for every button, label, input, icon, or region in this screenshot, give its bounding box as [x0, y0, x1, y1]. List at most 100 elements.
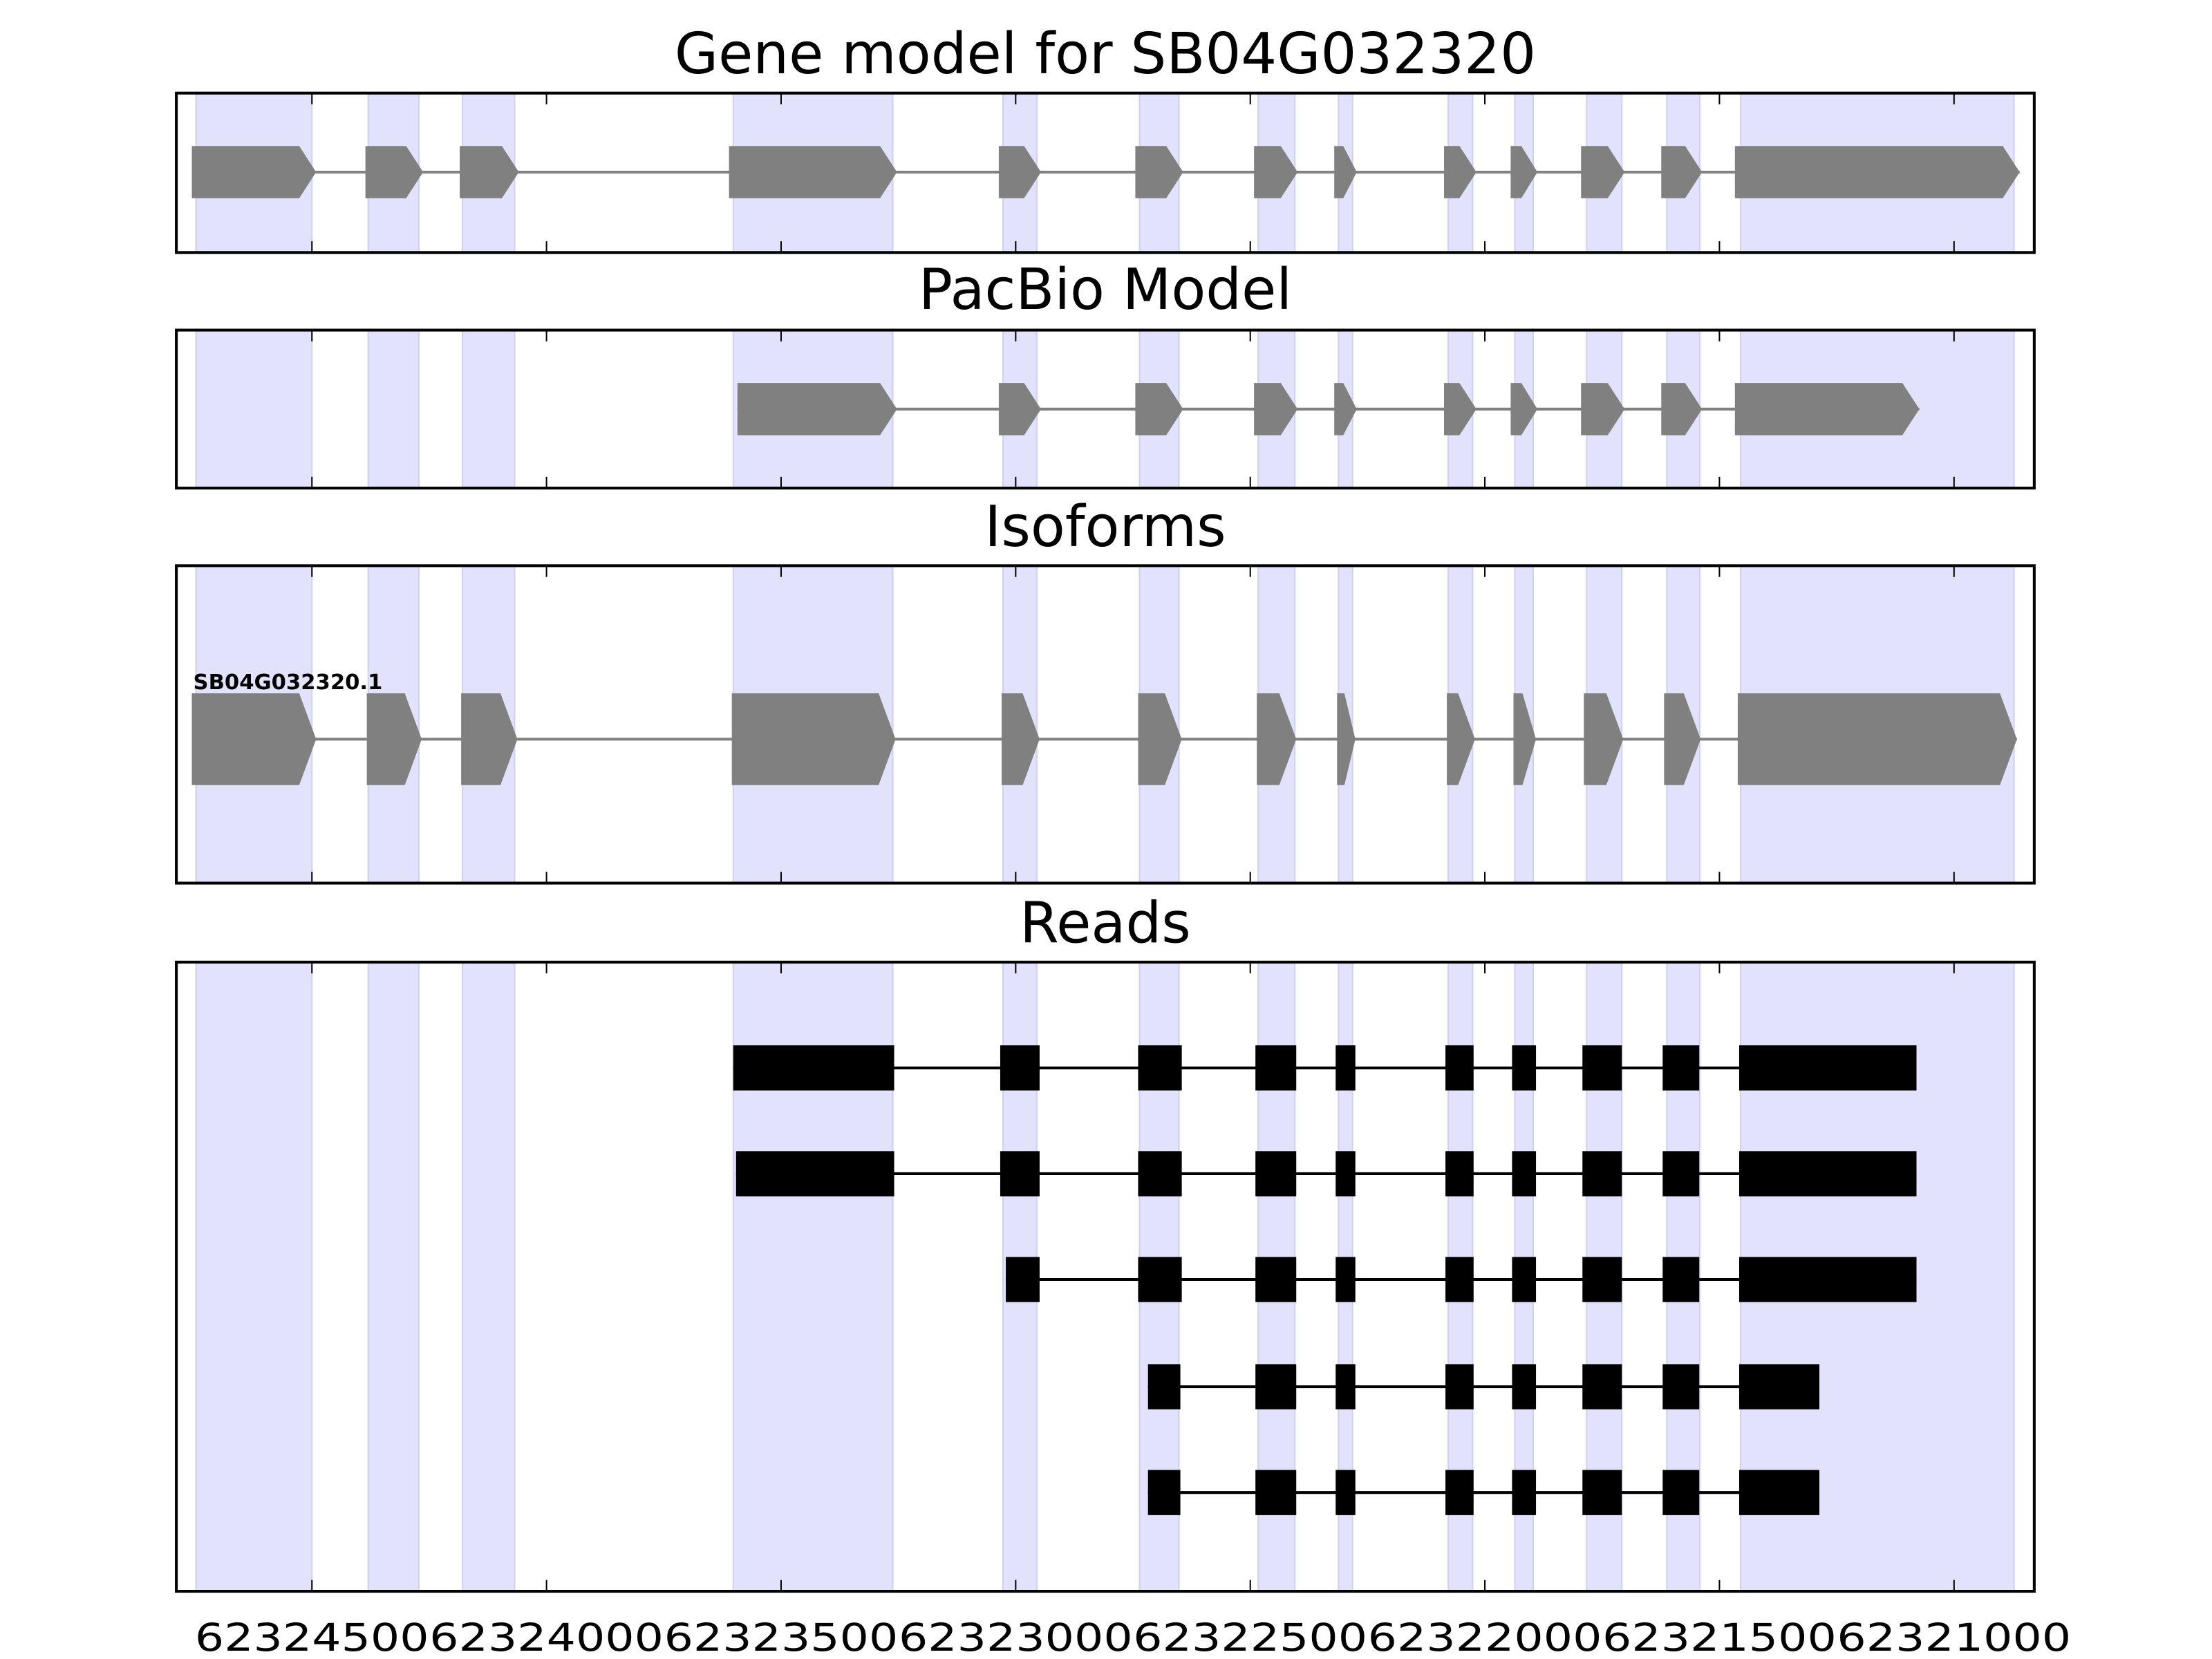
read-track	[1147, 1364, 1820, 1409]
read-track	[1147, 1470, 1820, 1515]
exon-arrow	[365, 146, 424, 198]
exon-arrow	[737, 383, 897, 435]
read-exon	[1512, 1257, 1537, 1302]
read-exon	[1512, 1151, 1537, 1197]
panel-title: Gene model for SB04G032320	[675, 21, 1536, 87]
read-exon	[1000, 1151, 1040, 1197]
exon-arrow	[1334, 383, 1357, 435]
transcript-track	[191, 146, 2020, 198]
exon-arrow	[1581, 146, 1625, 198]
read-exon	[1512, 1045, 1537, 1091]
exon-arrow	[729, 146, 897, 198]
read-exon	[1335, 1470, 1356, 1515]
highlight-region	[195, 961, 313, 1593]
read-exon	[1738, 1151, 1917, 1197]
read-exon	[1662, 1151, 1700, 1197]
read-exon	[1738, 1364, 1820, 1409]
transcript-track: SB04G032320.1	[191, 671, 2017, 785]
read-track	[1006, 1257, 1917, 1302]
read-track	[735, 1151, 1917, 1197]
x-tick-label: 62323500	[664, 1615, 899, 1659]
read-exon	[1255, 1045, 1297, 1091]
exon-arrow	[1001, 693, 1040, 785]
read-exon	[1255, 1257, 1297, 1302]
exon-arrow	[1254, 383, 1298, 435]
read-exon	[1335, 1364, 1356, 1409]
exon-arrow	[1510, 383, 1538, 435]
read-exon	[1662, 1364, 1700, 1409]
exon-arrow	[1661, 383, 1703, 435]
read-exon	[1662, 1470, 1700, 1515]
exon-arrow	[1447, 693, 1475, 785]
read-exon	[1000, 1045, 1040, 1091]
x-tick-label: 62322500	[1133, 1615, 1367, 1659]
exon-arrow	[1334, 146, 1357, 198]
exon-arrow	[1734, 383, 1920, 435]
highlight-region	[462, 329, 516, 489]
exon-arrow	[1581, 383, 1625, 435]
exon-arrow	[461, 693, 518, 785]
read-exon	[1255, 1470, 1297, 1515]
exon-arrow	[731, 693, 896, 785]
exon-arrow	[1584, 693, 1624, 785]
panel-isoform-2: SB04G032320.1 Isoforms	[175, 494, 2036, 885]
panel-title: PacBio Model	[919, 257, 1292, 323]
exon-arrow	[998, 383, 1041, 435]
read-exon	[1335, 1257, 1356, 1302]
exon-arrow	[1513, 693, 1537, 785]
read-exon	[1582, 1151, 1622, 1197]
panel-frame	[175, 91, 2036, 254]
exon-arrow	[191, 146, 317, 198]
panel-frame	[175, 960, 2036, 1593]
x-tick-label: 62323000	[899, 1615, 1133, 1659]
exon-arrow	[1734, 146, 2020, 198]
read-exon	[1738, 1470, 1820, 1515]
read-track	[733, 1045, 1917, 1091]
panel-frame	[175, 564, 2036, 885]
isoform-label: SB04G032320.1	[194, 671, 383, 695]
read-exon	[1582, 1045, 1622, 1091]
exon-arrow	[1257, 693, 1297, 785]
panel-reads-3: Reads	[175, 890, 2036, 1593]
read-exon	[1662, 1045, 1700, 1091]
highlight-region	[462, 961, 516, 1593]
panel-model-0: Gene model for SB04G032320	[175, 21, 2036, 254]
panel-frame	[175, 328, 2036, 490]
read-exon	[1138, 1257, 1182, 1302]
read-exon	[1445, 1257, 1474, 1302]
x-tick-label: 62324500	[195, 1615, 429, 1659]
exon-arrow	[998, 146, 1041, 198]
read-exon	[1445, 1470, 1474, 1515]
read-exon	[1006, 1257, 1040, 1302]
read-exon	[1582, 1364, 1622, 1409]
panel-title: Isoforms	[984, 494, 1226, 560]
highlight-region	[367, 961, 420, 1593]
x-tick-label: 62322000	[1368, 1615, 1602, 1659]
read-exon	[735, 1151, 894, 1197]
panel-model-1: PacBio Model	[175, 257, 2036, 490]
exon-arrow	[1135, 383, 1183, 435]
exon-arrow	[1664, 693, 1701, 785]
read-exon	[1147, 1470, 1181, 1515]
exon-arrow	[1138, 693, 1182, 785]
exon-arrow	[1510, 146, 1538, 198]
exon-arrow	[1135, 146, 1183, 198]
exon-arrow	[1737, 693, 2017, 785]
read-exon	[1582, 1257, 1622, 1302]
exon-arrow	[1254, 146, 1298, 198]
transcript-track	[737, 383, 1920, 435]
read-exon	[733, 1045, 894, 1091]
read-exon	[1662, 1257, 1700, 1302]
exon-arrow	[1661, 146, 1703, 198]
x-tick-label: 62324000	[429, 1615, 664, 1659]
read-exon	[1335, 1151, 1356, 1197]
read-exon	[1255, 1151, 1297, 1197]
highlight-region	[195, 329, 313, 489]
exon-arrow	[1444, 383, 1477, 435]
read-exon	[1335, 1045, 1356, 1091]
exon-arrow	[460, 146, 519, 198]
read-exon	[1738, 1257, 1917, 1302]
x-tick-label: 62321500	[1602, 1615, 1837, 1659]
read-exon	[1147, 1364, 1181, 1409]
